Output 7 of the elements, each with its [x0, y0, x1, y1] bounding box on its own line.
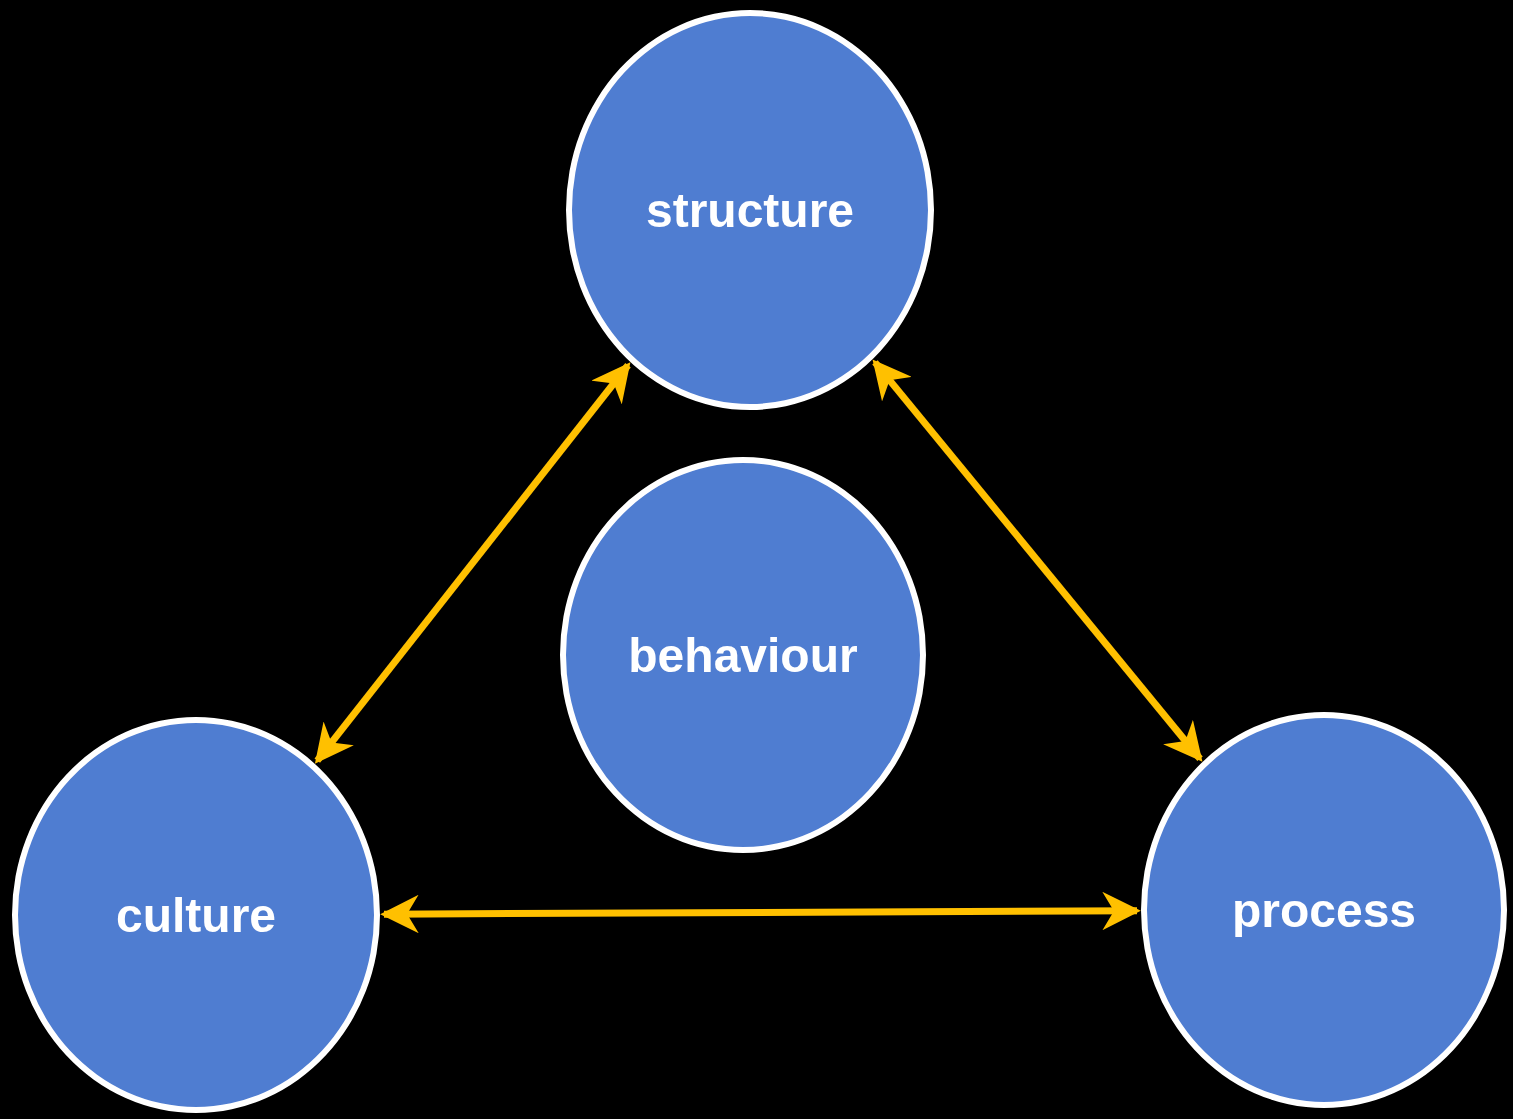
- double-headed-arrow: [380, 891, 1141, 934]
- node-label: culture: [116, 887, 276, 943]
- double-headed-arrow: [314, 362, 631, 764]
- node-label: process: [1231, 882, 1417, 938]
- node-label: behaviour: [628, 627, 858, 683]
- node-label: structure: [645, 182, 855, 238]
- double-headed-arrow: [872, 359, 1203, 762]
